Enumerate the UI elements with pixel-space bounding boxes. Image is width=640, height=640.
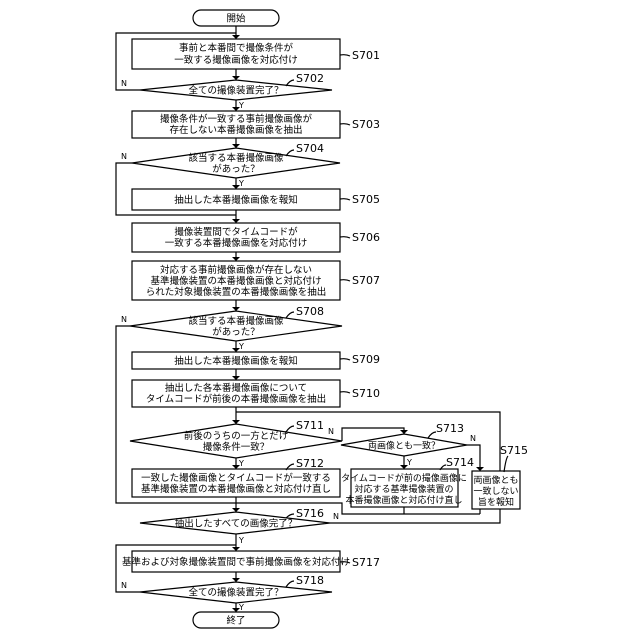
s711-text-1: 前後のうちの一方とだけ <box>184 430 289 442</box>
label-s712: S712 <box>296 457 324 470</box>
label-s716: S716 <box>296 507 324 520</box>
label-s717: S717 <box>352 556 380 569</box>
label-s701: S701 <box>352 49 380 62</box>
s708-text-1: 該当する本番撮像画像 <box>188 315 284 327</box>
leader-s709 <box>340 359 350 360</box>
s715-text-3: 旨を報知 <box>478 496 514 508</box>
yes-label-s708: Y <box>238 342 244 351</box>
leader-s711 <box>286 426 294 432</box>
arrow-head <box>232 219 240 223</box>
s714-text-1: タイムコードが前の撮像画像に <box>341 472 467 484</box>
label-s715: S715 <box>500 444 528 457</box>
leader-s701 <box>340 55 350 56</box>
no-label-s708: N <box>121 315 127 324</box>
arrow-head <box>232 420 240 424</box>
end-label: 終了 <box>226 615 245 627</box>
label-s702: S702 <box>296 72 324 85</box>
label-s714: S714 <box>446 456 474 469</box>
s701-text-1: 事前と本番間で撮像条件が <box>179 42 294 54</box>
arrow-head <box>476 467 484 471</box>
s711-text-2: 撮像条件一致？ <box>203 441 270 453</box>
label-s703: S703 <box>352 118 380 131</box>
leader-s716 <box>286 514 294 518</box>
leader-s715 <box>504 456 508 472</box>
s715-text-2: 一致しない <box>473 485 518 497</box>
yes-label-s716: Y <box>238 536 244 545</box>
no-label-s702: N <box>121 79 127 88</box>
s712-text-2: 基準撮像装置の本番撮像画像と対応付け直し <box>141 483 331 495</box>
label-s709: S709 <box>352 353 380 366</box>
no-label-s713: N <box>470 434 476 443</box>
yes-label-s704: Y <box>238 179 244 188</box>
label-s707: S707 <box>352 274 380 287</box>
s707-text-1: 対応する事前撮像画像が存在しない <box>160 264 312 276</box>
arrow-head <box>232 257 240 261</box>
leader-s705 <box>340 199 350 200</box>
yes-label-s702: Y <box>238 101 244 110</box>
s714-text-2: 対応する基準撮像装置の <box>354 483 453 495</box>
s707-text-2: 基準撮像装置の本番撮像画像と対応付け <box>150 275 321 287</box>
no-label-s718: N <box>121 581 127 590</box>
no-label-s711: N <box>328 427 334 436</box>
arrow-head <box>232 578 240 582</box>
leader-s706 <box>340 237 350 238</box>
label-s704: S704 <box>296 142 324 155</box>
label-s718: S718 <box>296 574 324 587</box>
s706-text-2: 一致する本番撮像画像を対応付け <box>165 237 308 249</box>
arrow-head <box>232 144 240 148</box>
s712-text-1: 一致した撮像画像とタイムコードが一致する <box>141 472 331 484</box>
s710-text-2: タイムコードが前後の本番撮像画像を抽出 <box>146 393 326 405</box>
label-s706: S706 <box>352 231 380 244</box>
s707-text-3: られた対象撮像装置の本番撮像画像を抽出 <box>146 286 327 298</box>
arrow-head <box>232 76 240 80</box>
label-s705: S705 <box>352 193 380 206</box>
leader-s710 <box>340 392 350 393</box>
arrow-head <box>400 465 408 469</box>
s706-text-1: 撮像装置間でタイムコードが <box>174 226 298 238</box>
label-s711: S711 <box>296 419 324 432</box>
arrow-head <box>232 376 240 380</box>
s708-text-2: があった？ <box>212 326 260 338</box>
s701-text-2: 一致する撮像画像を対応付け <box>174 54 298 66</box>
label-s708: S708 <box>296 305 324 318</box>
yes-label-s711: Y <box>238 459 244 468</box>
s703-text-1: 撮像条件が一致する事前撮像画像が <box>160 113 313 125</box>
start-label: 開始 <box>226 13 246 25</box>
s704-text-2: があった？ <box>212 163 260 175</box>
no-label-s716: N <box>333 512 339 521</box>
s718-text: 全ての撮像装置完了？ <box>188 587 283 599</box>
s715-text-1: 両画像とも <box>473 474 518 486</box>
s705-text: 抽出した本番撮像画像を報知 <box>174 194 298 206</box>
arrow-head <box>400 430 408 434</box>
label-s713: S713 <box>436 422 464 435</box>
s709-text: 抽出した本番撮像画像を報知 <box>174 355 298 367</box>
s710-text-1: 抽出した各本番撮像画像について <box>165 382 307 394</box>
no-label-s704: N <box>121 152 127 161</box>
leader-s708 <box>286 312 294 318</box>
s702-text: 全ての撮像装置完了？ <box>188 85 283 97</box>
s716-text: 抽出したすべての画像完了？ <box>175 518 297 530</box>
arrow-head <box>232 508 240 512</box>
arrow-head <box>232 307 240 311</box>
s704-text-1: 該当する本番撮像画像 <box>188 152 284 164</box>
leader-s704 <box>286 150 294 156</box>
leader-s707 <box>340 280 350 281</box>
leader-s703 <box>340 124 350 125</box>
leader-s718 <box>286 581 294 587</box>
s714-text-3: 本番撮像画像と対応付け直し <box>345 494 462 506</box>
s717-text: 基準および対象撮像装置間で事前撮像画像を対応付け <box>122 556 350 568</box>
label-s710: S710 <box>352 387 380 400</box>
leader-s713 <box>428 432 436 438</box>
s713-text: 両画像とも一致？ <box>368 440 440 452</box>
yes-label-s718: Y <box>238 603 244 612</box>
s703-text-2: 存在しない本番撮像画像を抽出 <box>169 124 302 136</box>
